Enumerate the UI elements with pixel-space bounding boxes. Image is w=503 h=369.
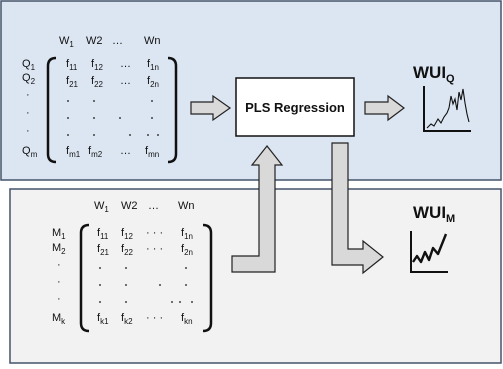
top-row-label: Qm	[22, 145, 38, 159]
bottom-cell: fk2	[121, 312, 133, 326]
top-row-label: Q2	[22, 72, 36, 86]
bottom-cell: fkn	[181, 312, 193, 326]
top-col-header-ellipsis: …	[112, 35, 123, 47]
bottom-col-header-w2: W2	[121, 200, 138, 212]
top-cell: …	[120, 75, 131, 87]
bottom-matrix-dots	[99, 267, 193, 303]
bottom-row-label: ·	[57, 276, 61, 288]
top-cell: f11	[66, 58, 78, 72]
bottom-cell: · · ·	[146, 243, 163, 255]
bottom-row-label: ·	[57, 293, 61, 305]
bottom-cell: fk1	[97, 312, 109, 326]
top-cell: …	[120, 58, 131, 70]
pls-regression-label: PLS Regression	[245, 100, 345, 115]
wui-q-label: WUIQ	[413, 63, 455, 85]
wui-q-chart-icon	[423, 86, 471, 132]
top-cell: f1n	[147, 58, 159, 72]
bottom-cell: f21	[97, 243, 110, 257]
bottom-panel	[9, 188, 502, 364]
bottom-col-header-ellipsis: …	[148, 200, 159, 212]
pls-regression-box	[235, 77, 355, 137]
top-row-label: ·	[26, 125, 30, 137]
bottom-row-label: M1	[52, 227, 66, 241]
arrow-pls-to-wui-m	[331, 142, 384, 275]
top-col-header-w2: W2	[86, 35, 103, 47]
top-cell: …	[120, 145, 131, 157]
bottom-cell: f11	[97, 227, 109, 241]
top-col-header-wn: Wn	[144, 35, 161, 47]
top-cell: f2n	[147, 75, 159, 89]
top-matrix: W1 W2 … Wn Q1 Q2 · · · Qm f11 f12 … f1n …	[22, 35, 178, 164]
top-cell: fmn	[145, 145, 159, 159]
top-col-header-w1: W1	[59, 35, 74, 49]
bottom-cell: · · ·	[146, 312, 163, 324]
bottom-cell: f2n	[181, 243, 193, 257]
top-right-bracket	[167, 56, 178, 164]
bottom-col-header-w1: W1	[94, 200, 109, 214]
arrow-pls-to-wui-q	[364, 94, 405, 122]
bottom-cell: f12	[121, 227, 134, 241]
bottom-cell: f1n	[181, 227, 193, 241]
top-left-bracket	[46, 56, 57, 164]
wui-m-label: WUIM	[413, 203, 455, 225]
top-cell: f22	[91, 75, 104, 89]
bottom-left-bracket	[79, 223, 90, 333]
top-matrix-dots	[67, 100, 159, 136]
top-row-label: Q1	[22, 58, 36, 72]
bottom-cell: · · ·	[146, 227, 163, 239]
bottom-row-label: ·	[57, 259, 61, 271]
arrow-top-matrix-to-pls	[190, 94, 232, 122]
top-row-label: ·	[26, 89, 30, 101]
top-cell: f12	[91, 58, 104, 72]
top-cell: f21	[66, 75, 79, 89]
top-cell: fm1	[66, 145, 81, 159]
bottom-matrix: W1 W2 … Wn M1 M2 · · · Mk f11 f12 · · · …	[52, 200, 213, 333]
top-row-label: ·	[26, 107, 30, 119]
top-cell: fm2	[88, 145, 103, 159]
bottom-row-label: Mk	[52, 312, 66, 326]
bottom-right-bracket	[202, 223, 213, 333]
bottom-row-label: M2	[52, 242, 66, 256]
wui-m-chart-icon	[410, 231, 448, 273]
bottom-col-header-wn: Wn	[178, 200, 195, 212]
bottom-cell: f22	[121, 243, 134, 257]
arrow-bottom-matrix-to-pls	[231, 145, 284, 273]
